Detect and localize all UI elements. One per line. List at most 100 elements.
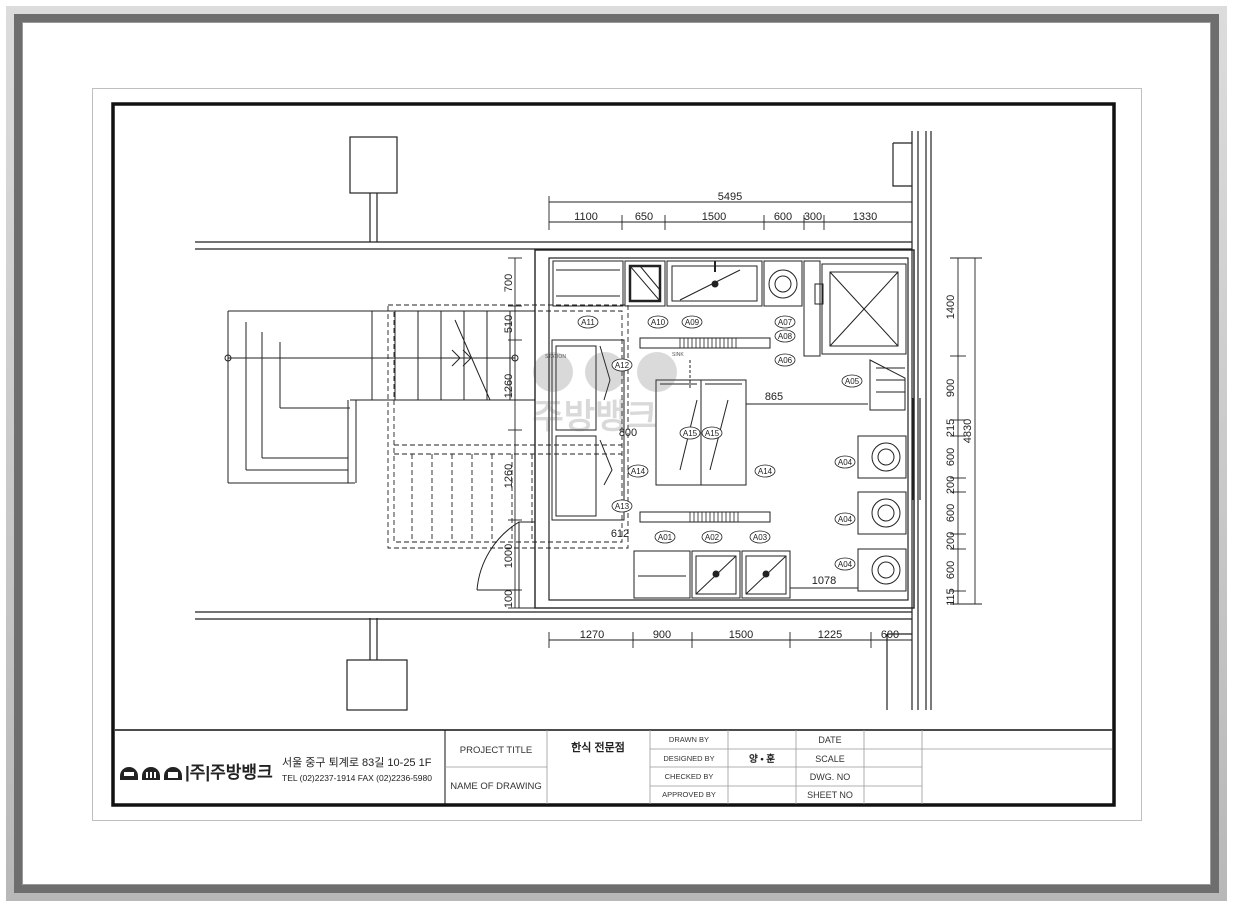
date-label: DATE (818, 735, 841, 745)
svg-text:A15: A15 (683, 429, 698, 438)
svg-text:A09: A09 (685, 318, 700, 327)
dim-left-4: 1000 (503, 544, 515, 568)
svg-text:A13: A13 (615, 502, 630, 511)
svg-text:A01: A01 (658, 533, 673, 542)
dim-left-3: 1260 (503, 464, 515, 488)
dim-interior-1: 800 (619, 427, 637, 439)
dim-top-4: 300 (804, 211, 822, 223)
dim-right-6: 200 (945, 532, 957, 550)
tag-a10: A10 (647, 315, 669, 329)
dim-right-5: 600 (945, 504, 957, 522)
dim-right-8: 115 (945, 588, 957, 606)
label-station: STATION (545, 354, 566, 360)
svg-text:주방뱅크: 주방뱅크 (532, 398, 657, 436)
project-title-value: 한식 전문점 (571, 740, 625, 754)
dim-left-0: 700 (503, 274, 515, 292)
dim-bottom-0: 1270 (580, 629, 604, 641)
drawing-sheet (92, 88, 1142, 821)
company-tel: TEL (02)2237-1914 FAX (02)2236-5980 (282, 773, 432, 783)
svg-text:A14: A14 (758, 467, 773, 476)
dim-right-3: 600 (945, 448, 957, 466)
svg-text:A15: A15 (705, 429, 720, 438)
dim-right-7: 600 (945, 561, 957, 579)
title-block: |주|주방뱅크 서울 중구 퇴계로 83길 10-25 1F TEL (02)2… (115, 729, 1112, 804)
dim-left-2: 1260 (503, 374, 515, 398)
dim-bottom-2: 1500 (729, 629, 753, 641)
label-sink: SINK (672, 352, 684, 358)
svg-text:A04: A04 (838, 515, 853, 524)
dim-top-5: 1330 (853, 211, 877, 223)
svg-text:A08: A08 (778, 332, 793, 341)
dim-top-2: 1500 (702, 211, 726, 223)
dim-bottom-4: 600 (881, 629, 899, 641)
dim-right-4: 200 (945, 476, 957, 494)
dim-left-5: 100 (503, 590, 515, 608)
svg-text:A04: A04 (838, 560, 853, 569)
sheet-border (111, 102, 1116, 807)
name-of-drawing-label: NAME OF DRAWING (450, 781, 541, 792)
designer-name: 양 • 훈 (749, 753, 775, 765)
svg-text:A02: A02 (705, 533, 720, 542)
svg-text:A05: A05 (845, 377, 860, 386)
dim-top-0: 1100 (574, 211, 598, 223)
company-logo: |주|주방뱅크 (120, 763, 273, 782)
tag-a04-3: A04 (834, 557, 856, 571)
drawn-by-label: DRAWN BY (669, 735, 709, 744)
staircase (224, 310, 535, 484)
kitchen-equipment (551, 260, 907, 599)
dim-top-3: 600 (774, 211, 792, 223)
dim-total-top: 5495 (718, 191, 742, 203)
dim-right-2: 215 (945, 419, 957, 437)
dim-top-1: 650 (635, 211, 653, 223)
tag-a08: A08 (774, 329, 796, 343)
svg-text:A07: A07 (778, 318, 793, 327)
tag-a15-left: A15 (679, 426, 701, 440)
svg-text:A06: A06 (778, 356, 793, 365)
company-address: 서울 중구 퇴계로 83길 10-25 1F (282, 756, 432, 769)
tag-a09: A09 (681, 315, 703, 329)
tag-a14-left: A14 (627, 464, 649, 478)
tag-a11: A11 (577, 315, 599, 329)
building-walls (195, 131, 932, 711)
tag-a01: A01 (654, 530, 676, 544)
dim-left-1: 510 (503, 315, 515, 333)
dimension-labels: 5495 1100 650 1500 600 300 1330 1270 900… (503, 191, 974, 641)
svg-text:|주|주방뱅크: |주|주방뱅크 (185, 763, 273, 782)
tag-a14-right: A14 (754, 464, 776, 478)
project-title-label: PROJECT TITLE (460, 745, 533, 756)
tag-a03: A03 (749, 530, 771, 544)
tag-a07: A07 (774, 315, 796, 329)
dim-right-total: 4830 (962, 419, 974, 443)
svg-text:A11: A11 (581, 318, 595, 327)
svg-text:A03: A03 (753, 533, 768, 542)
dim-right-0: 1400 (945, 295, 957, 319)
scale-label: SCALE (815, 754, 845, 764)
approved-by-label: APPROVED BY (662, 790, 716, 799)
tag-a15-right: A15 (701, 426, 723, 440)
dim-right-1: 900 (945, 379, 957, 397)
svg-text:A14: A14 (631, 467, 646, 476)
dim-bottom-1: 900 (653, 629, 671, 641)
svg-text:A12: A12 (615, 361, 630, 370)
dim-bottom-3: 1225 (818, 629, 842, 641)
checked-by-label: CHECKED BY (665, 772, 714, 781)
svg-text:A10: A10 (651, 318, 666, 327)
dwg-no-label: DWG. NO (810, 772, 851, 782)
staircase-hidden (387, 304, 629, 549)
dim-interior-2: 612 (611, 528, 629, 540)
tag-a02: A02 (701, 530, 723, 544)
dim-interior-3: 1078 (812, 575, 836, 587)
tag-a06: A06 (774, 353, 796, 367)
equipment-tags: A11 A10 A09 A07 A08 A06 A05 A12 A15 A15 … (577, 315, 863, 571)
svg-text:A04: A04 (838, 458, 853, 467)
tag-a04-1: A04 (834, 455, 856, 469)
tag-a12: A12 (611, 358, 633, 372)
tag-a13: A13 (611, 499, 633, 513)
watermark: 주방뱅크 (532, 352, 677, 436)
tag-a05: A05 (841, 374, 863, 388)
dim-interior-0: 865 (765, 391, 783, 403)
dimension-lines (508, 196, 982, 648)
sheet-no-label: SHEET NO (807, 790, 853, 800)
tag-a04-2: A04 (834, 512, 856, 526)
